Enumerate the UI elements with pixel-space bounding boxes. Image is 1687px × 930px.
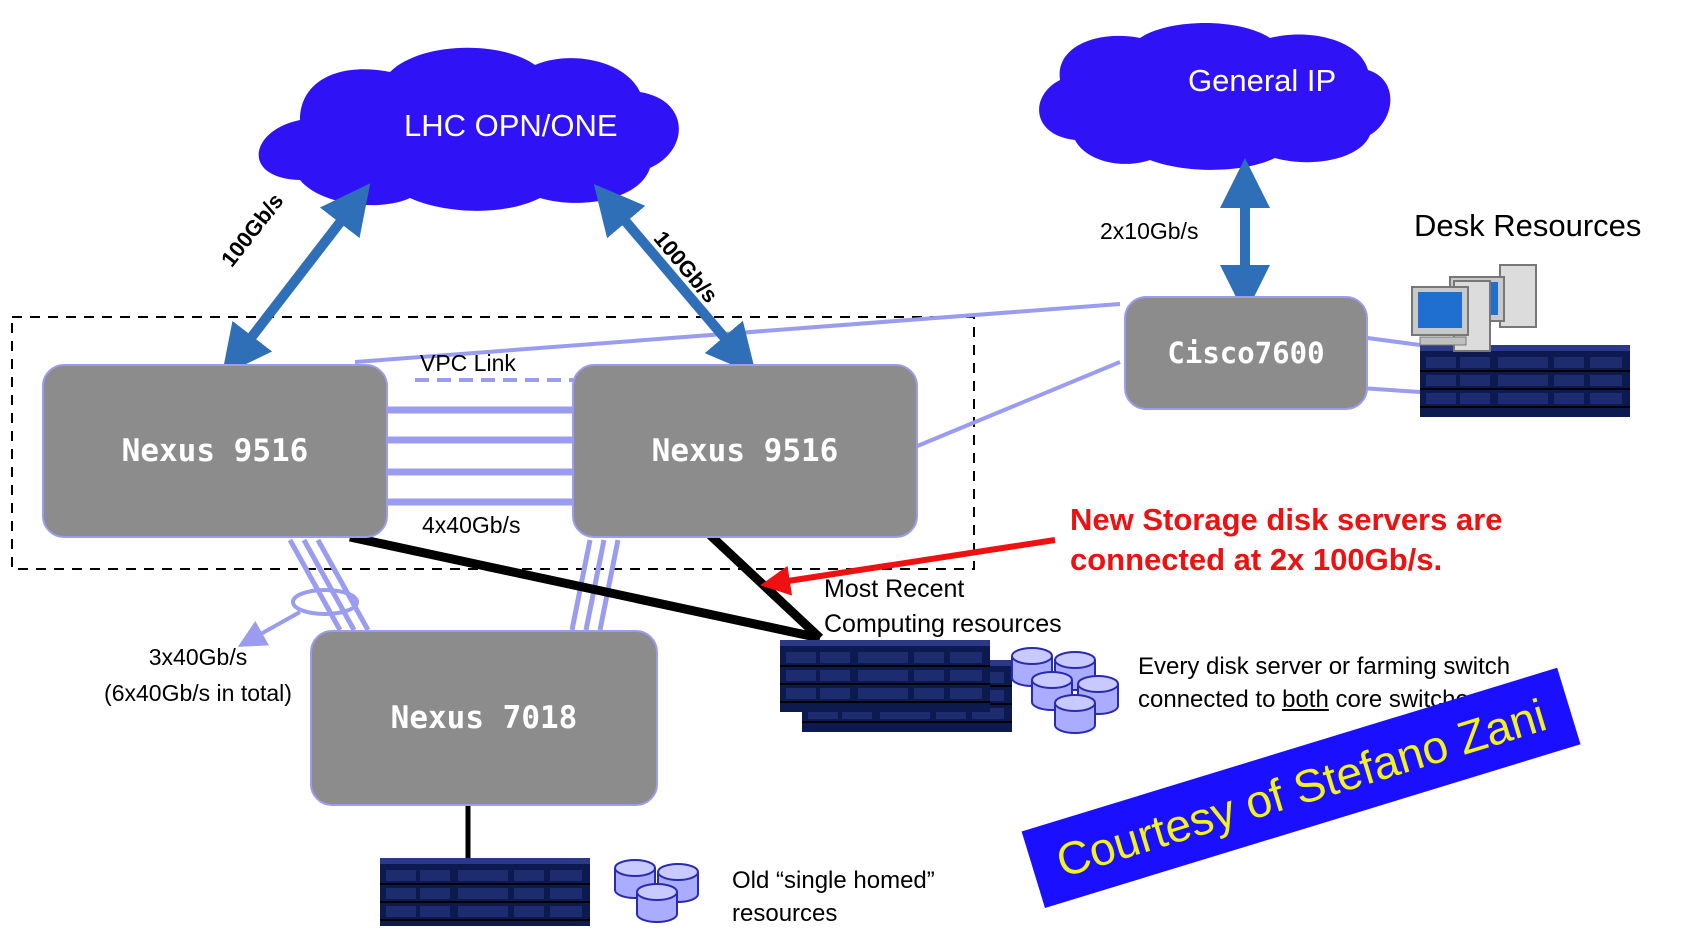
storage-annotation-line1: New Storage disk servers are xyxy=(1070,502,1503,537)
cloud-icon xyxy=(1039,23,1391,170)
disk-stack-icon xyxy=(614,859,699,923)
single-homed-note-line1: Old “single homed” xyxy=(732,867,935,894)
node-label: Nexus 7018 xyxy=(390,700,578,736)
to-7018-link-label-line2: (6x40Gb/s in total) xyxy=(104,680,292,706)
cloud-icon xyxy=(258,47,679,211)
annotation-arrow xyxy=(760,537,1056,596)
recent-resources-label-line2: Computing resources xyxy=(824,610,1062,638)
single-homed-note-line2: resources xyxy=(732,900,838,927)
general-ip-link-label: 2x10Gb/s xyxy=(1100,218,1199,244)
cloud-lhc-label: LHC OPN/ONE xyxy=(404,108,618,143)
to-7018-link-label-line1: 3x40Gb/s xyxy=(148,644,248,670)
storage-annotation-line2: connected at 2x 100Gb/s. xyxy=(1070,542,1443,577)
recent-resources-label-line1: Most Recent xyxy=(824,575,965,603)
nexus-9516-right[interactable]: Nexus 9516 xyxy=(572,364,918,538)
nexus-7018[interactable]: Nexus 7018 xyxy=(310,630,658,806)
dual-homed-note-line1: Every disk server or farming switch xyxy=(1138,653,1511,680)
disk-stack-icon xyxy=(1011,647,1119,734)
inter-core-link-label: 4x40Gb/s xyxy=(422,512,521,538)
cisco-7600[interactable]: Cisco7600 xyxy=(1124,296,1368,410)
desktop-computer-icon xyxy=(1411,264,1537,352)
server-rack-icon xyxy=(1419,344,1631,418)
node-label: Cisco7600 xyxy=(1167,336,1325,370)
uplink-arrows xyxy=(221,158,1270,376)
node-label: Nexus 9516 xyxy=(121,433,309,469)
node-label: Nexus 9516 xyxy=(651,433,839,469)
nexus-9516-left[interactable]: Nexus 9516 xyxy=(42,364,388,538)
server-rack-icon xyxy=(779,639,991,713)
storage-annotation: New Storage disk servers are connected a… xyxy=(1070,500,1503,580)
cloud-general-ip-label: General IP xyxy=(1188,63,1337,98)
both-emphasis: both xyxy=(1282,686,1329,713)
server-rack-icon xyxy=(379,857,591,926)
desk-resources-label: Desk Resources xyxy=(1414,208,1642,243)
vpc-link-label: VPC Link xyxy=(420,350,516,376)
single-homed-note: Old “single homed” resources xyxy=(732,864,935,930)
